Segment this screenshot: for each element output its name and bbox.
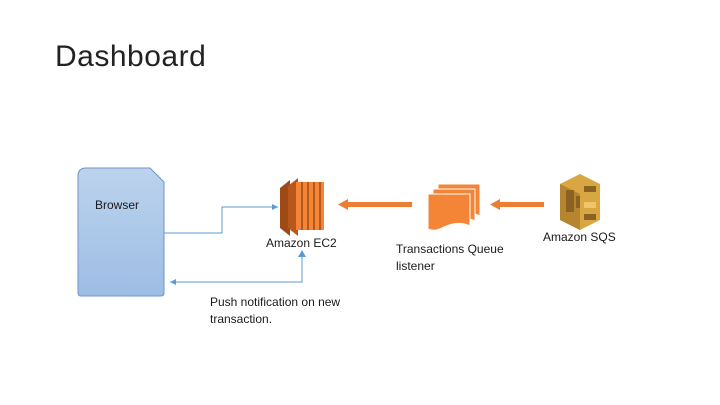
queue-listener-label: Transactions Queue listener xyxy=(396,241,504,275)
queue-listener-label-line2: listener xyxy=(396,259,435,273)
push-notification-label-line2: transaction. xyxy=(210,312,273,326)
ec2-to-browser-push-connector xyxy=(170,256,303,285)
push-notification-label-line1: Push notification on new xyxy=(210,295,341,309)
browser-label: Browser xyxy=(95,198,140,212)
browser-node xyxy=(77,167,165,297)
listener-to-ec2-arrow xyxy=(338,199,412,210)
documents-stack-icon xyxy=(427,183,481,231)
push-up-arrowhead xyxy=(298,250,306,257)
amazon-sqs-icon xyxy=(560,174,600,230)
browser-to-ec2-connector xyxy=(164,204,278,234)
sqs-label: Amazon SQS xyxy=(543,230,616,244)
sqs-to-listener-arrow xyxy=(490,199,544,210)
push-notification-label: Push notification on new transaction. xyxy=(210,294,340,328)
ec2-label: Amazon EC2 xyxy=(266,236,337,250)
amazon-ec2-icon xyxy=(280,178,324,236)
slide-title: Dashboard xyxy=(55,40,207,73)
queue-listener-label-line1: Transactions Queue xyxy=(396,242,504,256)
